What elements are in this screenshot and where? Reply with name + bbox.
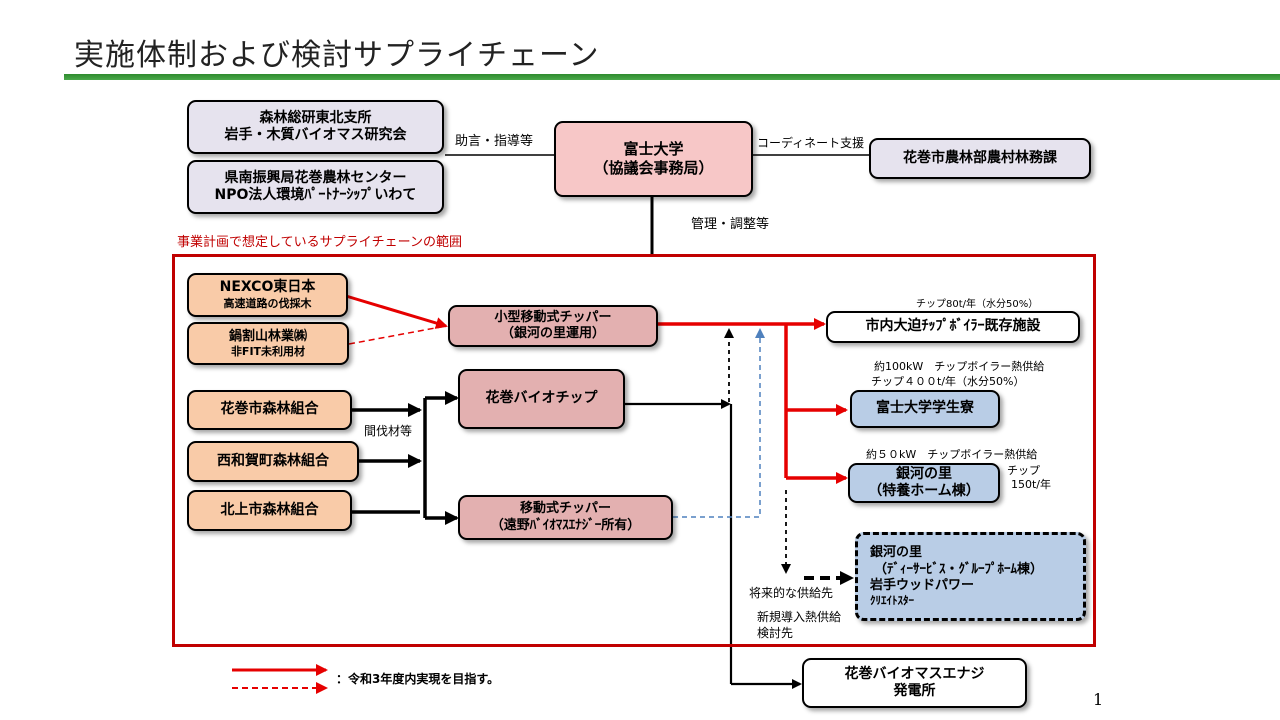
morinori-box: 森林総研東北支所 岩手・木質バイオマス研究会	[187, 100, 444, 154]
new-heat-label-1: 新規導入熱供給	[757, 610, 842, 624]
legend-text: ：令和3年度内実現を目指す。	[336, 672, 500, 686]
ohasama-box: 市内大迫ﾁｯﾌﾟﾎﾞｲﾗｰ既存施設	[826, 311, 1080, 343]
new-heat-label-2: 検討先	[757, 626, 794, 640]
mobile-chipper-box: 移動式チッパー （遠野ﾊﾞｲｵﾏｽｴﾅｼﾞｰ所有）	[458, 495, 673, 540]
nexco-arrow	[345, 294, 448, 329]
dorm-note-2: チップ４００t/年（水分50%）	[871, 375, 1025, 388]
hanamaki-forest-box: 花巻市森林組合	[187, 390, 352, 430]
ohasama-note: チップ80t/年（水分50%）	[916, 299, 1039, 310]
mobile-blue-dashed	[673, 328, 765, 518]
ginga-chip-2: 150t/年	[1011, 478, 1052, 491]
scope-label: 事業計画で想定しているサプライチェーンの範囲	[177, 235, 462, 250]
fuji-box: 富士大学 （協議会事務局）	[554, 121, 753, 197]
page-title: 実施体制および検討サプライチェーン	[74, 38, 600, 73]
manage-label: 管理・調整等	[691, 217, 770, 232]
kitakami-box: 北上市森林組合	[187, 490, 352, 531]
thinning-label: 間伐材等	[364, 424, 413, 438]
supply-chain-scope	[172, 254, 1096, 647]
dorm-note-1: 約100kW チップボイラー熱供給	[874, 360, 1045, 373]
kennan-box: 県南振興局花巻農林センター NPO法人環境ﾊﾟｰﾄﾅｰｼｯﾌﾟいわて	[187, 160, 444, 214]
dorm-box: 富士大学学生寮	[850, 390, 1000, 428]
page-number: 1	[1093, 690, 1104, 709]
small-chipper-box: 小型移動式チッパー （銀河の里運用）	[448, 305, 658, 347]
hanamaki-bio-box: 花巻バイオチップ	[458, 369, 625, 429]
future-label: 将来的な供給先	[749, 586, 834, 600]
nexco-box: NEXCO東日本 高速道路の伐採木	[187, 273, 348, 317]
ginga-chip-1: チップ	[1007, 464, 1040, 477]
power-plant-box: 花巻バイオマスエナジ 発電所	[802, 658, 1027, 708]
nabewari-box: 鍋割山林業㈱ 非FIT未利用材	[187, 322, 349, 365]
advice-label: 助言・指導等	[455, 134, 534, 149]
nishiwaga-box: 西和賀町森林組合	[187, 441, 359, 482]
title-underline	[64, 74, 1280, 80]
future-box: 銀河の里 （ﾃﾞｨｰｻｰﾋﾞｽ・ｸﾞﾙｰﾌﾟﾎｰﾑ棟） 岩手ウッドパワー ｸﾘｴ…	[855, 532, 1086, 621]
nabewari-arrow	[348, 325, 447, 345]
ginga-box: 銀河の里 （特養ホーム棟）	[848, 463, 1000, 503]
ginga-note: 約５０kW チップボイラー熱供給	[866, 448, 1038, 461]
hanamaki-city-box: 花巻市農林部農村林務課	[869, 138, 1091, 179]
coordinate-label: コーディネート支援	[757, 136, 865, 150]
